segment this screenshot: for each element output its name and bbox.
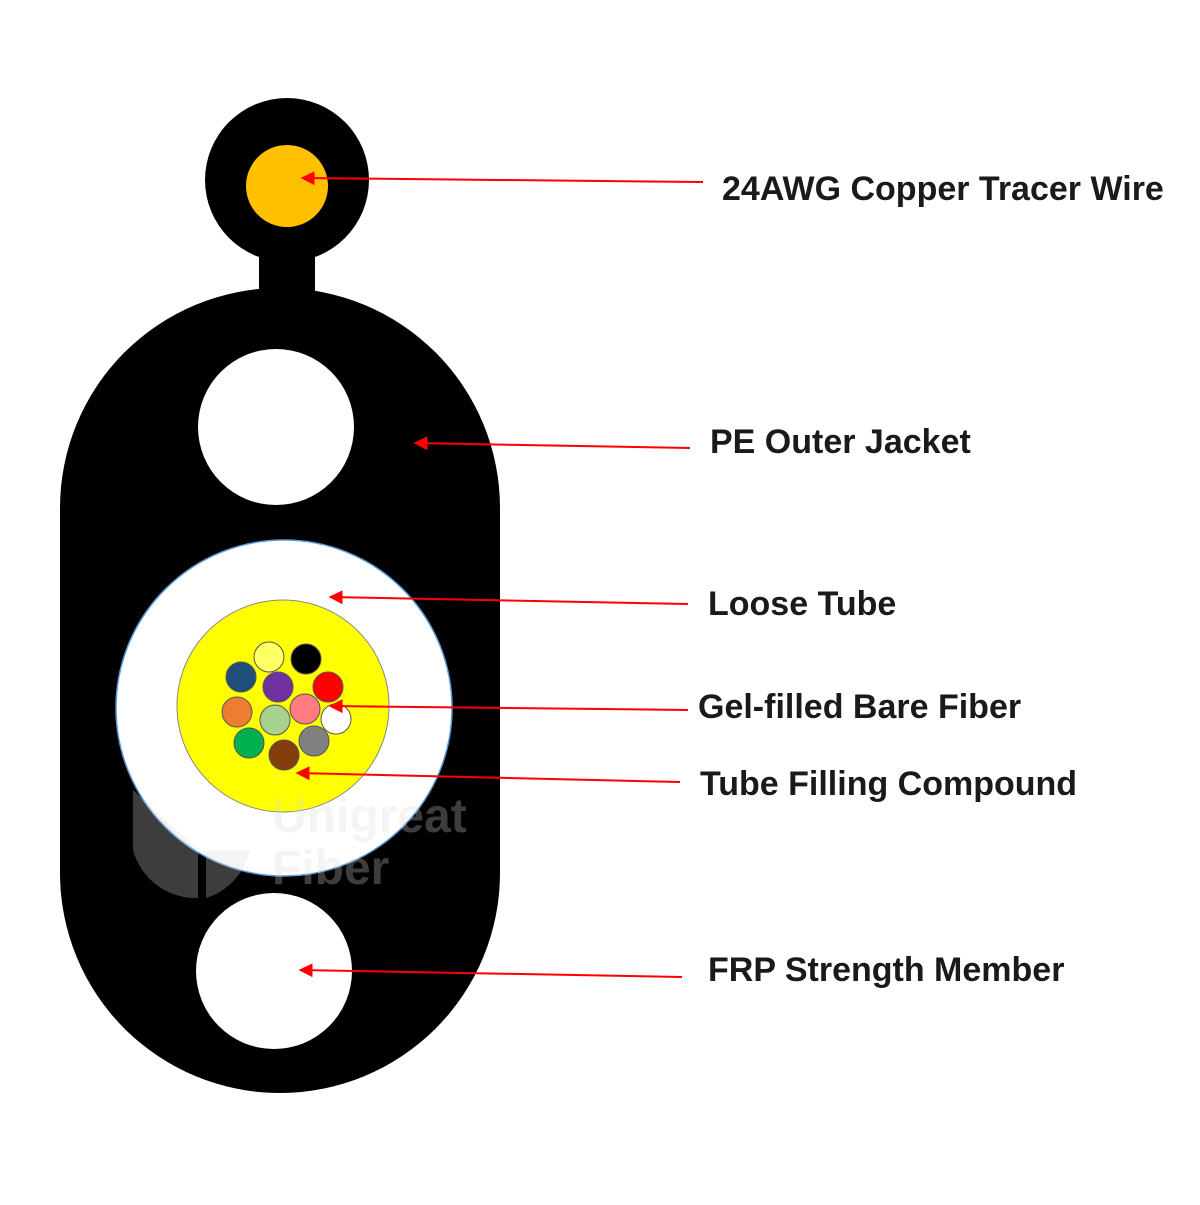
watermark-line2: Fiber	[272, 842, 389, 895]
violet-fiber	[262, 671, 294, 703]
watermark-emblem-right	[206, 850, 250, 898]
label-tracer-wire: 24AWG Copper Tracer Wire	[722, 170, 1164, 208]
watermark-emblem	[133, 790, 198, 899]
rose-fiber	[289, 693, 321, 725]
frp-strength-member-top	[198, 349, 354, 505]
frp-strength-member-bottom	[196, 893, 352, 1049]
arrow-outer-jacket	[413, 436, 691, 451]
label-strength-member: FRP Strength Member	[708, 951, 1065, 989]
orange-fiber	[221, 696, 253, 728]
red-fiber	[312, 671, 344, 703]
copper-tracer-wire	[246, 145, 328, 227]
arrow-bare-fiber	[328, 699, 689, 714]
label-outer-jacket: PE Outer Jacket	[710, 423, 971, 461]
green-fiber	[233, 727, 265, 759]
aqua-fiber	[259, 704, 291, 736]
label-loose-tube: Loose Tube	[708, 585, 897, 623]
watermark-line1: Unigreat	[272, 790, 467, 843]
arrow-strength-member	[298, 963, 683, 978]
arrow-filling-compound	[295, 766, 681, 783]
arrow-loose-tube	[328, 590, 689, 605]
gel-filled-bare-fibers	[221, 641, 352, 771]
blue-fiber	[225, 661, 257, 693]
slate-fiber	[298, 725, 330, 757]
label-filling-compound: Tube Filling Compound	[700, 765, 1078, 803]
arrow-tracer-wire	[300, 171, 704, 186]
label-bare-fiber: Gel-filled Bare Fiber	[698, 688, 1022, 726]
brown-fiber	[268, 739, 300, 771]
white-fiber	[320, 703, 352, 735]
black-fiber	[290, 643, 322, 675]
yellow-fiber	[253, 641, 285, 673]
watermark-logo: Unigreat Fiber	[133, 790, 467, 899]
